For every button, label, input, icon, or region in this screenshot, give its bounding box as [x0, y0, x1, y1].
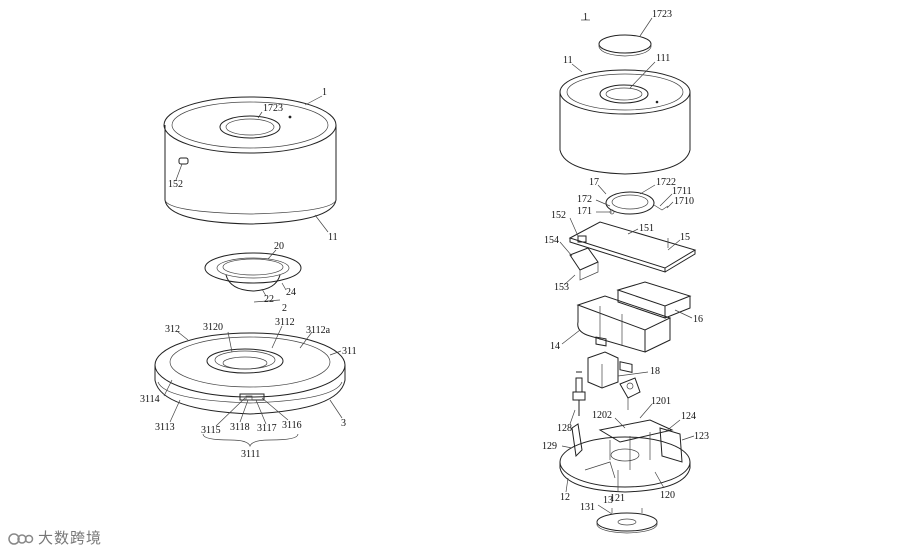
left-seal-ring: [204, 252, 302, 292]
right-motor-18: [587, 351, 641, 410]
right-pump-128: [572, 371, 586, 416]
label-3: 3: [341, 418, 346, 429]
label-152: 152: [168, 179, 183, 190]
watermark-logo-icon: [8, 532, 34, 545]
right-cover-13: [596, 508, 658, 534]
label-r-120: 120: [660, 490, 675, 501]
label-r-154: 154: [544, 235, 559, 246]
label-r-14: 14: [550, 341, 560, 352]
label-22: 22: [264, 294, 274, 305]
label-r-153: 153: [554, 282, 569, 293]
label-r-16: 16: [693, 314, 703, 325]
left-labels: 1 1723 152 11 20 22 24 2 312 3120 3112 3…: [140, 87, 357, 460]
label-r-124: 124: [681, 411, 696, 422]
label-3112a: 3112a: [306, 325, 331, 336]
label-311: 311: [342, 346, 357, 357]
label-r-129: 129: [542, 441, 557, 452]
label-1723: 1723: [263, 103, 283, 114]
label-r-131: 131: [580, 502, 595, 513]
label-3116: 3116: [282, 420, 302, 431]
right-labels: 1 1723 11 111 17 1722 172 1711 171 1710 …: [542, 9, 709, 513]
label-r-172: 172: [577, 194, 592, 205]
label-24: 24: [286, 287, 296, 298]
watermark: 大数跨境: [8, 527, 102, 548]
label-r-1711: 1711: [672, 186, 692, 197]
right-block-14: [576, 295, 672, 353]
label-r-12: 12: [560, 492, 570, 503]
watermark-text: 大数跨境: [38, 529, 103, 547]
label-r-171: 171: [577, 206, 592, 217]
left-housing: [163, 96, 337, 225]
right-battery-16: [616, 281, 692, 319]
label-r-13-visible: 13: [603, 495, 613, 506]
label-r-111: 111: [656, 53, 670, 64]
label-11: 11: [328, 232, 338, 243]
label-r-1723: 1723: [652, 9, 672, 20]
label-r-1722: 1722: [656, 177, 676, 188]
label-3111: 3111: [241, 449, 260, 460]
label-r-151: 151: [639, 223, 654, 234]
label-r-15: 15: [680, 232, 690, 243]
label-r-123: 123: [694, 431, 709, 442]
right-leaders: [559, 17, 695, 515]
label-312: 312: [165, 324, 180, 335]
label-3118: 3118: [230, 422, 250, 433]
label-3117: 3117: [257, 423, 277, 434]
label-r-17: 17: [589, 177, 599, 188]
label-r-121: 121: [610, 493, 625, 504]
label-r-152: 152: [551, 210, 566, 221]
label-r-1710: 1710: [674, 196, 694, 207]
label-r-18: 18: [650, 366, 660, 377]
left-leaders: [163, 95, 343, 448]
label-r-11: 11: [563, 55, 573, 66]
label-r-128: 128: [557, 423, 572, 434]
label-r-1202: 1202: [592, 410, 612, 421]
right-pcb-15: [568, 221, 697, 373]
right-ring-17: [605, 191, 669, 215]
label-3114: 3114: [140, 394, 160, 405]
right-housing: [559, 69, 691, 175]
label-3113: 3113: [155, 422, 175, 433]
label-3115: 3115: [201, 425, 221, 436]
label-2: 2: [282, 303, 287, 314]
right-disc-1723: [598, 34, 652, 57]
label-20: 20: [274, 241, 284, 252]
label-r-1: 1: [583, 12, 588, 23]
label-3112: 3112: [275, 317, 295, 328]
right-base-12: [559, 419, 691, 493]
left-base: [154, 332, 346, 415]
label-3120: 3120: [203, 322, 223, 333]
label-r-1201: 1201: [651, 396, 671, 407]
label-1: 1: [322, 87, 327, 98]
